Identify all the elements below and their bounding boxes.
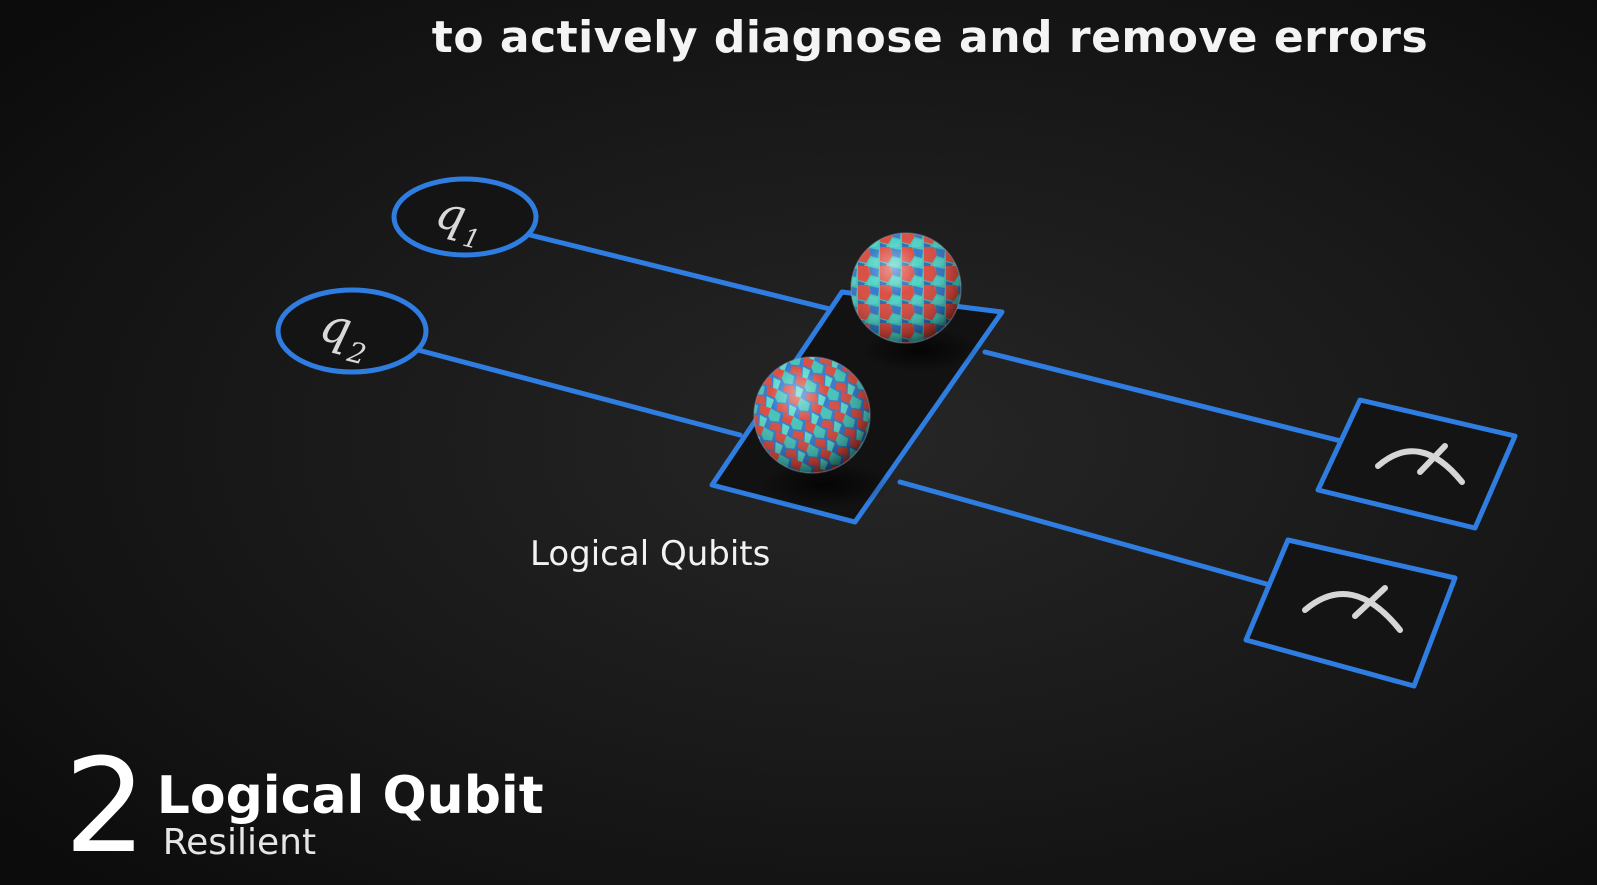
wire-q2-in <box>415 347 743 438</box>
logical-qubit-sphere-2 <box>753 356 871 474</box>
logical-qubit-sphere-1 <box>850 232 962 344</box>
qubit-wires <box>415 232 1348 588</box>
meter-icon <box>1302 585 1403 633</box>
caption-text: to actively diagnose and remove errors <box>431 12 1429 63</box>
wire-q2-out <box>897 479 1273 588</box>
segment-title: Logical Qubit <box>156 765 544 826</box>
sphere-shadow-2 <box>759 461 891 509</box>
q1-subscript: 1 <box>460 223 483 256</box>
measurement-box-q1 <box>1315 397 1518 531</box>
measurement-box-q2 <box>1243 537 1458 689</box>
qubit-q2-node: q 2 <box>275 287 429 375</box>
meter-icon <box>1375 443 1465 485</box>
segment-number: 2 <box>64 730 147 882</box>
segment-text: Logical Qubit Resilient <box>157 769 544 871</box>
segment-branding: 2 Logical Qubit Resilient <box>64 741 544 871</box>
logical-qubits-label: Logical Qubits <box>530 534 771 574</box>
qubit-q1-node: q 1 <box>391 176 539 258</box>
segment-subtitle: Resilient <box>162 822 317 864</box>
wire-q1-out <box>982 349 1348 445</box>
wire-q1-in <box>527 232 845 315</box>
